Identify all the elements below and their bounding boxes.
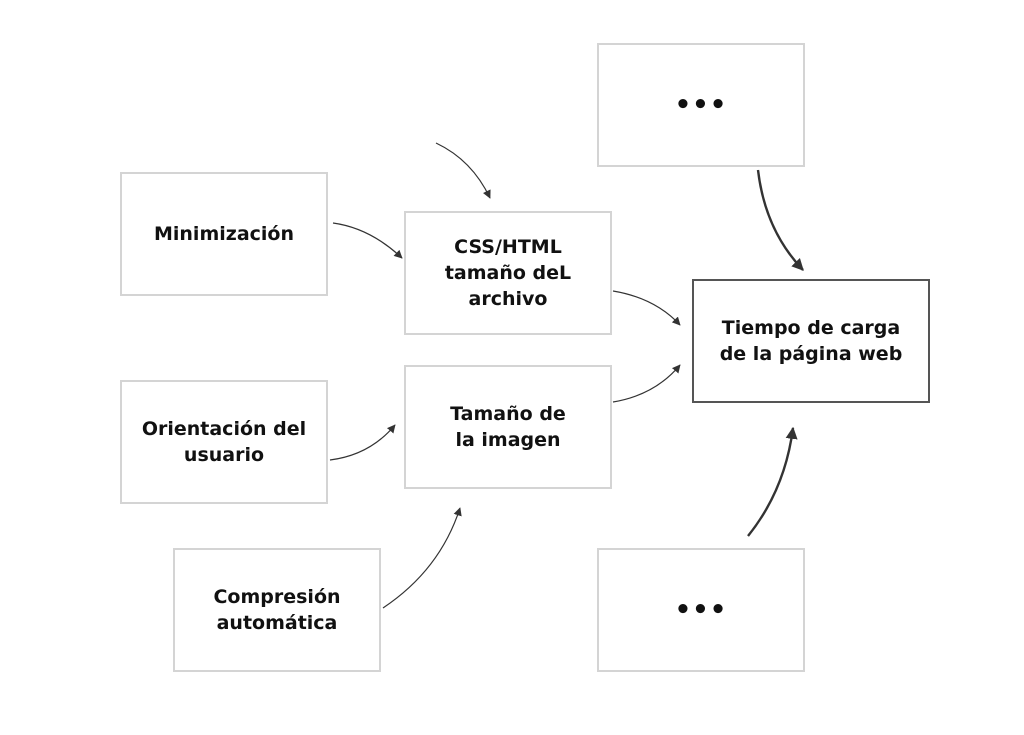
node-placeholder-top: ••• [597,43,805,167]
arrow-bottom-to-target [747,426,798,537]
node-compresion-automatica: Compresión automática [173,548,381,672]
arrow-imagen-to-target [612,364,681,403]
node-tiempo-carga: Tiempo de carga de la página web [692,279,930,403]
arrow-minimizacion-to-css [332,222,403,259]
node-css-html-file-size: CSS/HTML tamaño deL archivo [404,211,612,335]
arrow-compresion-to-imagen [382,507,462,609]
arrow-into-css-from-top [435,142,491,199]
arrow-css-to-target [612,290,681,326]
node-minimizacion: Minimización [120,172,328,296]
node-placeholder-bottom: ••• [597,548,805,672]
node-orientacion-usuario: Orientación del usuario [120,380,328,504]
arrow-orientacion-to-imagen [329,424,396,461]
node-tamano-imagen: Tamaño de la imagen [404,365,612,489]
arrow-top-to-target [756,169,804,271]
